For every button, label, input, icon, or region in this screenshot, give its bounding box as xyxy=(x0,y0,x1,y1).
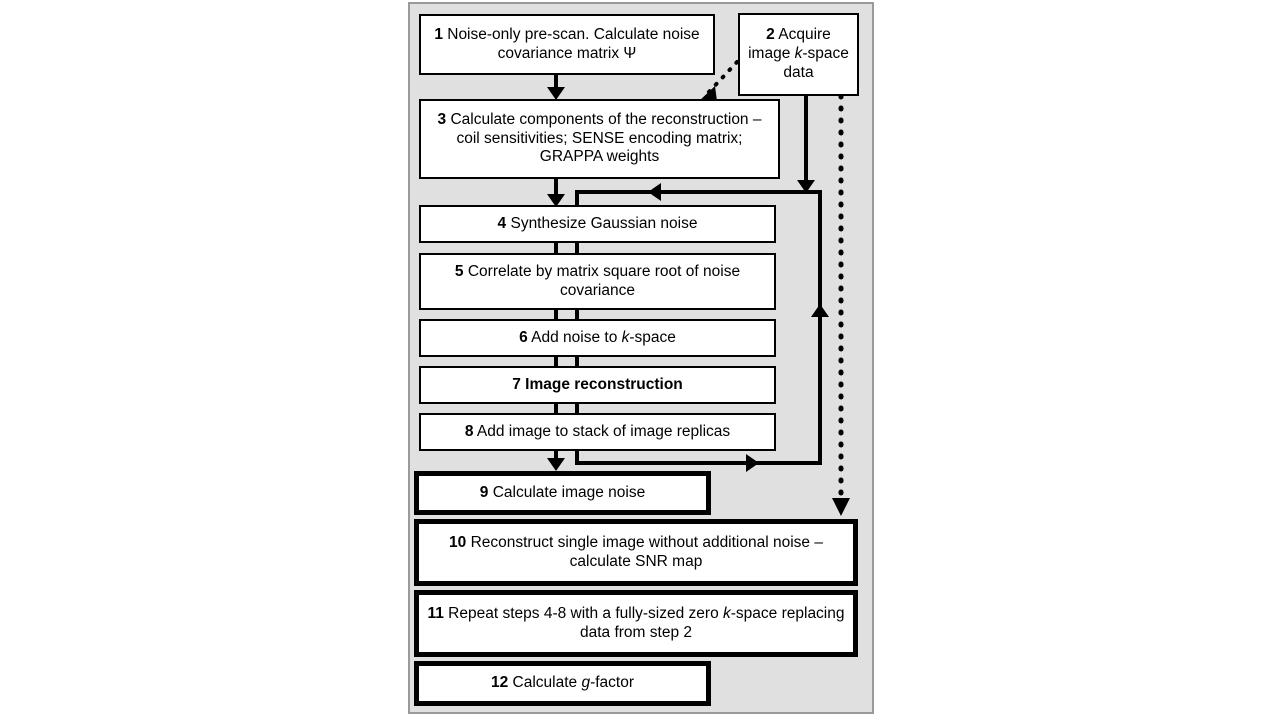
node-12-label: 12 Calculate g-factor xyxy=(490,674,635,692)
node-8-text: Add image to stack of image replicas xyxy=(473,422,731,440)
edge-6-to-7-line xyxy=(554,355,558,369)
loop-upward-arrowhead xyxy=(811,304,829,317)
node-10-text: Reconstruct single image without additio… xyxy=(466,533,823,570)
edge-1-to-3-arrowhead xyxy=(547,87,565,100)
dotted-edges-layer xyxy=(698,60,850,516)
node-9[interactable]: 9 Calculate image noise xyxy=(414,471,711,515)
loop-return-arrowhead xyxy=(648,183,661,201)
edge-3-to-4-line xyxy=(554,179,558,201)
node-10-label: 10 Reconstruct single image without addi… xyxy=(425,534,847,572)
node-9-text: Calculate image noise xyxy=(488,483,646,501)
edge-2-to-4-line xyxy=(804,95,808,190)
node-6-number: 6 xyxy=(519,328,528,346)
node-11-italic-k: k xyxy=(723,604,731,622)
node-12[interactable]: 12 Calculate g-factor xyxy=(414,661,711,706)
node-5-text: Correlate by matrix square root of noise… xyxy=(463,262,741,299)
flowchart-panel: 1 Noise-only pre-scan. Calculate noise c… xyxy=(408,2,874,714)
loop-enter-arrowhead xyxy=(746,454,759,472)
edge-2-to-3-dotted-line xyxy=(705,60,739,96)
node-6-italic-k: k xyxy=(621,328,630,346)
node-7-text: Image reconstruction xyxy=(520,375,683,393)
node-11[interactable]: 11 Repeat steps 4-8 with a fully-sized z… xyxy=(414,590,858,657)
edge-7-to-8-line xyxy=(554,402,558,416)
node-7-label: 7 Image reconstruction xyxy=(427,376,768,395)
edge-4-to-5-line xyxy=(554,241,558,255)
node-3-text: Calculate components of the reconstructi… xyxy=(446,110,762,166)
edge-3-to-4-arrowhead xyxy=(547,194,565,207)
node-6-label: 6 Add noise to k-space xyxy=(519,328,676,346)
node-8-number: 8 xyxy=(464,422,474,440)
node-11-label: 11 Repeat steps 4-8 with a fully-sized z… xyxy=(427,604,845,641)
node-5[interactable]: 5 Correlate by matrix square root of noi… xyxy=(419,253,776,310)
node-3-label: 3 Calculate components of the reconstruc… xyxy=(427,111,772,168)
node-7[interactable]: 7 Image reconstruction xyxy=(419,366,776,404)
edge-2-to-4-arrowhead xyxy=(797,180,815,193)
node-4-text: Synthesize Gaussian noise xyxy=(506,214,698,232)
edge-5-to-6-line xyxy=(554,308,558,322)
node-5-label: 5 Correlate by matrix square root of noi… xyxy=(427,263,768,301)
node-4[interactable]: 4 Synthesize Gaussian noise xyxy=(419,205,776,243)
node-4-label: 4 Synthesize Gaussian noise xyxy=(427,215,768,234)
node-3-number: 3 xyxy=(437,110,447,128)
node-8[interactable]: 8 Add image to stack of image replicas xyxy=(419,413,776,451)
node-12-number: 12 xyxy=(490,674,509,692)
node-6[interactable]: 6 Add noise to k-space xyxy=(419,319,776,357)
loop-right-vertical xyxy=(818,190,822,465)
loop-bottom-horizontal xyxy=(575,461,822,465)
node-2[interactable]: 2 Acquire image k-space data xyxy=(738,13,859,96)
node-5-number: 5 xyxy=(454,262,464,280)
node-9-label: 9 Calculate image noise xyxy=(425,484,700,503)
node-3[interactable]: 3 Calculate components of the reconstruc… xyxy=(419,99,780,179)
node-9-number: 9 xyxy=(479,483,489,501)
edge-2-to-10-arrowhead xyxy=(832,498,850,516)
node-1-number: 1 xyxy=(434,25,443,43)
node-8-label: 8 Add image to stack of image replicas xyxy=(427,423,768,442)
node-2-italic-k: k xyxy=(794,45,803,63)
edge-1-to-3-line xyxy=(554,75,558,95)
node-2-label: 2 Acquire image k-space data xyxy=(748,26,849,81)
node-10-number: 10 xyxy=(449,533,467,551)
loop-top-horizontal xyxy=(575,190,822,194)
node-1-label: 1 Noise-only pre-scan. Calculate noise c… xyxy=(427,26,707,64)
node-2-number: 2 xyxy=(766,26,775,44)
node-1-text: Noise-only pre-scan. Calculate noise cov… xyxy=(442,25,700,62)
node-12-italic-g: g xyxy=(581,674,591,692)
node-7-number: 7 xyxy=(512,375,521,393)
edge-8-to-9-line xyxy=(554,447,558,463)
node-10[interactable]: 10 Reconstruct single image without addi… xyxy=(414,519,858,586)
edge-2-to-3-arrowhead xyxy=(698,86,717,102)
node-1[interactable]: 1 Noise-only pre-scan. Calculate noise c… xyxy=(419,14,715,75)
node-4-number: 4 xyxy=(497,214,507,232)
edge-8-to-9-arrowhead xyxy=(547,458,565,471)
node-11-number: 11 xyxy=(427,604,444,622)
